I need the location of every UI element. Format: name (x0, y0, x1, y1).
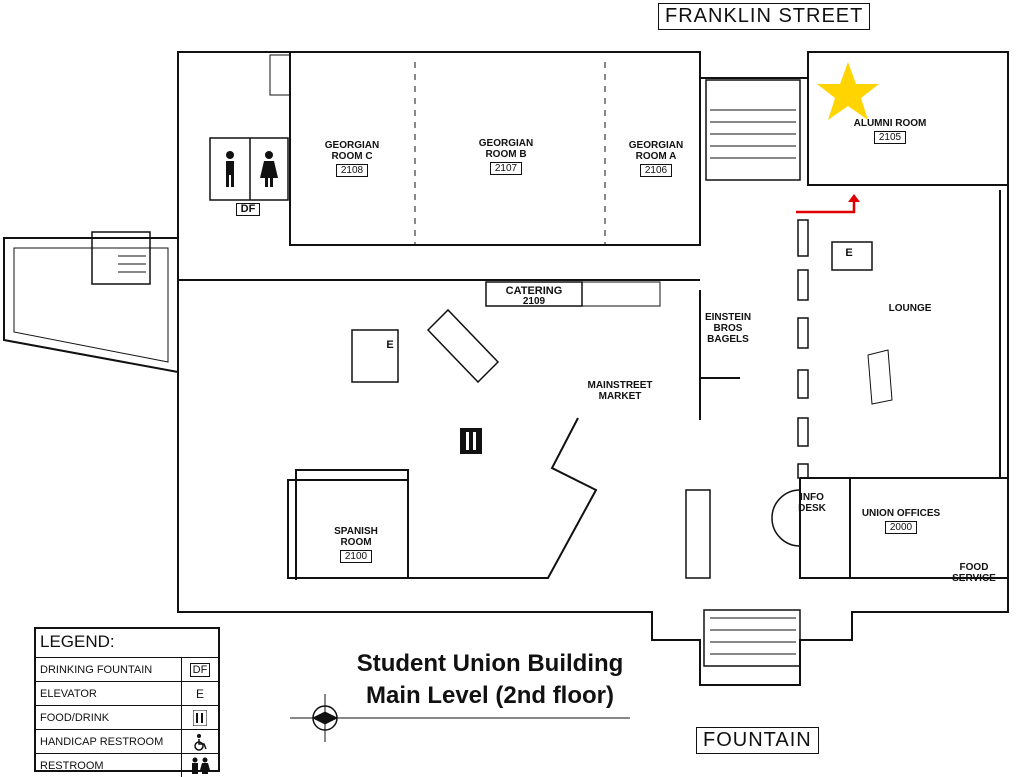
alumni-wall (807, 52, 1008, 186)
legend-item: FOOD/DRINK (36, 706, 218, 730)
restroom-icon (192, 757, 210, 774)
room-georgian-a[interactable]: GEORGIAN ROOM A 2106 (628, 140, 684, 177)
west-annex (3, 237, 179, 373)
food-drink-map-icon (460, 428, 482, 454)
route-arrow (796, 200, 856, 214)
building-outline (177, 51, 1009, 686)
legend-title: LEGEND: (36, 629, 218, 658)
place-mainstreet-market[interactable]: MAINSTREET MARKET (587, 380, 653, 402)
georgian-wall (289, 52, 701, 246)
street-south: FOUNTAIN (696, 727, 819, 754)
room-georgian-b[interactable]: GEORGIAN ROOM B 2107 (478, 138, 534, 175)
elevator-icon: E (195, 686, 204, 701)
compass-icon (290, 694, 630, 742)
legend-item: HANDICAP RESTROOM (36, 730, 218, 754)
legend-item: RESTROOM (36, 754, 218, 777)
star-icon (817, 62, 879, 120)
restroom-map-icon (226, 151, 278, 187)
drinking-fountain-icon: DF (189, 662, 211, 677)
elevator-icon-core: E (386, 339, 394, 351)
elevator-icon-lounge: E (845, 247, 853, 259)
room-alumni[interactable]: ALUMNI ROOM 2105 (853, 118, 927, 144)
room-union-offices[interactable]: UNION OFFICES 2000 (861, 508, 941, 534)
place-einstein-bagels[interactable]: EINSTEIN BROS BAGELS (704, 312, 752, 345)
legend-item: ELEVATOR E (36, 682, 218, 706)
place-food-service[interactable]: FOOD SERVICE (952, 562, 996, 584)
room-lounge[interactable]: LOUNGE (888, 303, 932, 314)
place-info-desk[interactable]: INFO DESK (798, 492, 826, 514)
drinking-fountain-icon: DF (236, 203, 260, 216)
street-north: FRANKLIN STREET (658, 3, 871, 30)
legend: LEGEND: DRINKING FOUNTAIN DF ELEVATOR E … (34, 627, 220, 777)
food-drink-icon (193, 709, 207, 726)
room-spanish[interactable]: SPANISH ROOM 2100 (334, 526, 378, 563)
room-catering[interactable]: CATERING (505, 285, 563, 297)
legend-item: DRINKING FOUNTAIN DF (36, 658, 218, 682)
map-title: Student Union Building Main Level (2nd f… (356, 650, 624, 709)
room-georgian-c[interactable]: GEORGIAN ROOM C 2108 (324, 140, 380, 177)
room-catering-number: 2109 (522, 296, 546, 307)
wheelchair-icon (194, 733, 207, 751)
